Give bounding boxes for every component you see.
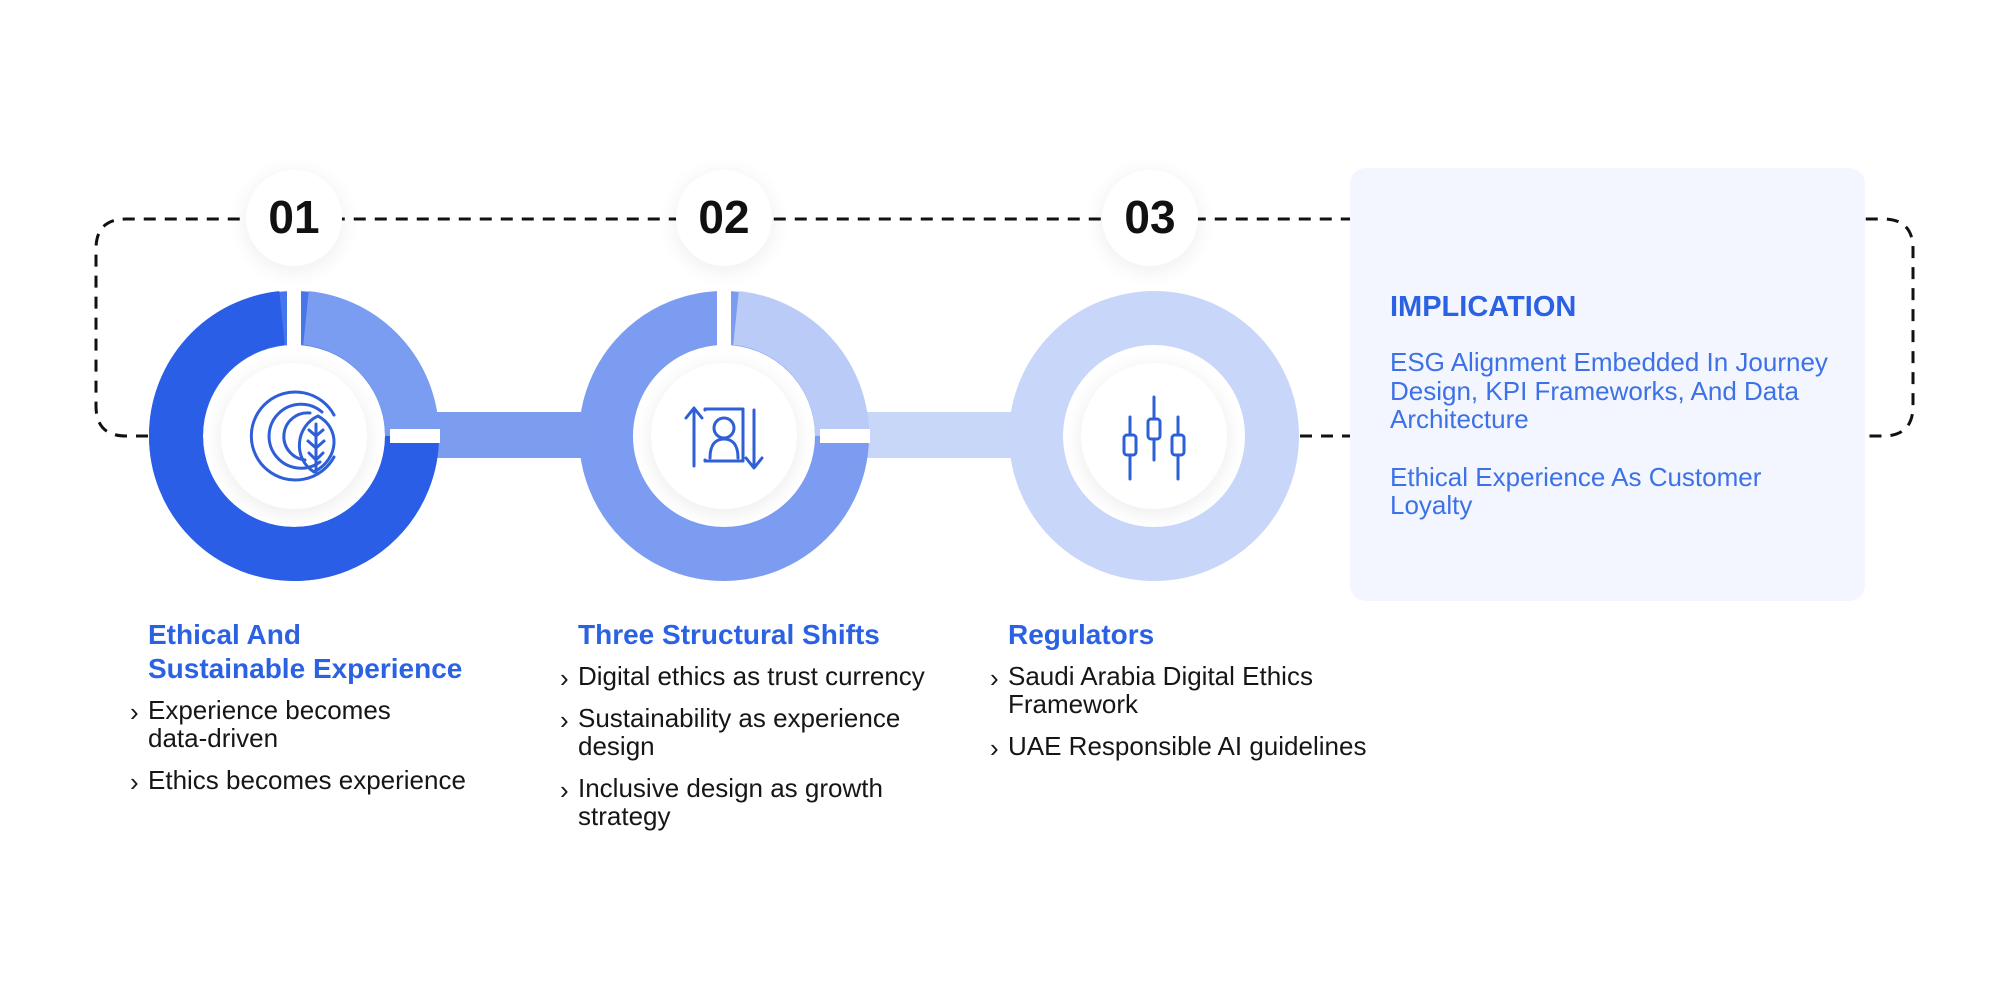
chevron-right-icon: › [560,705,569,735]
step-1-number: 01 [268,191,319,243]
chevron-right-icon: › [130,767,139,797]
dashed-frame [94,217,1915,438]
step-2-number: 02 [698,191,749,243]
bullet-text: Digital ethics as trust currency [578,661,925,691]
implication-title: IMPLICATION [1390,291,1577,323]
bullet-item: › Sustainability as experience design [560,703,938,761]
bullet-text: Inclusive design as growth strategy [578,773,883,831]
step-1-title: Ethical And Sustainable Experience [148,619,463,684]
chevron-right-icon: › [130,697,139,727]
bullet-text: Sustainability as experience design [578,703,901,761]
bullet-text: Saudi Arabia Digital Ethics Framework [1008,661,1313,719]
step-3-number: 03 [1124,191,1175,243]
eco-leaf-icon [249,390,336,482]
bullet-item: › Digital ethics as trust currency [560,661,948,692]
chevron-right-icon: › [990,733,999,763]
chevron-right-icon: › [560,775,569,805]
step-1-ring [148,290,440,581]
step-3-number-badge: 03 [1100,170,1200,272]
step-3-bullets: › Saudi Arabia Digital Ethics Framework … [990,661,1408,762]
implication-item: Ethical Experience As Customer Loyalty [1390,461,1762,520]
step-3-title: Regulators [1008,619,1155,650]
bullet-text: Ethics becomes experience [148,765,466,795]
bullet-item: › Inclusive design as growth strategy [560,773,918,831]
chevron-right-icon: › [560,663,569,693]
implication-panel: IMPLICATION ESG Alignment Embedded In Jo… [1350,168,1865,601]
bullet-item: › Ethics becomes experience [130,765,548,796]
bullet-text: UAE Responsible AI guidelines [1008,731,1367,761]
bullet-item: › Experience becomes data-driven [130,695,448,753]
step-2-bullets: › Digital ethics as trust currency › Sus… [560,661,948,831]
step-3-ring [1009,291,1299,581]
bullet-item: › UAE Responsible AI guidelines [990,731,1428,762]
implication-item: ESG Alignment Embedded In Journey Design… [1390,347,1828,434]
bullet-text: Experience becomes data-driven [148,695,391,753]
step-3-text: Regulators › Saudi Arabia Digital Ethics… [990,618,1408,774]
person-transition-icon [684,406,764,470]
step-1-bullets: › Experience becomes data-driven › Ethic… [130,695,548,796]
step-2-number-badge: 02 [674,170,774,272]
step-2-title: Three Structural Shifts [578,619,880,650]
bullet-item: › Saudi Arabia Digital Ethics Framework [990,661,1348,719]
chevron-right-icon: › [990,663,999,693]
step-1-icon-circle [220,363,368,514]
sliders-icon [1122,395,1186,481]
step-1-number-badge: 01 [244,170,344,272]
step-1-text: Ethical And Sustainable Experience › Exp… [130,618,548,808]
step-2-ring [579,290,870,581]
step-2-text: Three Structural Shifts › Digital ethics… [560,618,978,844]
